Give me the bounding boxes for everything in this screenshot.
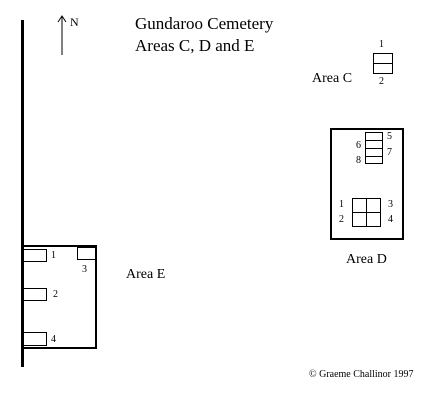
area-d-plot-4 — [366, 212, 381, 227]
area-d-plot-2-number: 2 — [339, 214, 344, 225]
area-c-plot-1-number: 1 — [379, 39, 384, 50]
area-d-plot-3-number: 3 — [388, 199, 393, 210]
area-d-label: Area D — [346, 252, 387, 267]
area-e-label: Area E — [126, 267, 166, 282]
area-e-plot-4-number: 4 — [51, 334, 56, 345]
area-d-boundary — [330, 128, 404, 240]
area-e-plot-1 — [23, 249, 47, 262]
area-e-plot-1-number: 1 — [51, 250, 56, 261]
boundary-line — [21, 20, 24, 367]
area-d-plot-3 — [366, 198, 381, 213]
map-subtitle: Areas C, D and E — [135, 36, 255, 55]
area-e-plot-2-number: 2 — [53, 289, 58, 300]
map-title: Gundaroo Cemetery — [135, 14, 274, 33]
area-d-plot-1-number: 1 — [339, 199, 344, 210]
area-d-plot-extra — [365, 156, 383, 164]
area-d-plot-2 — [352, 212, 367, 227]
area-d-plot-1 — [352, 198, 367, 213]
north-label: N — [70, 15, 79, 29]
area-d-plot-6-number: 6 — [356, 140, 361, 151]
copyright-text: © Graeme Challinor 1997 — [309, 369, 414, 380]
area-e-plot-2 — [23, 288, 47, 301]
area-e-plot-4 — [23, 332, 47, 346]
area-e-boundary — [21, 245, 97, 349]
area-e-plot-3-number: 3 — [82, 264, 87, 275]
area-c-plot-2-number: 2 — [379, 76, 384, 87]
area-d-plot-4-number: 4 — [388, 214, 393, 225]
area-c-plot-2 — [373, 63, 393, 74]
area-d-plot-8-number: 8 — [356, 155, 361, 166]
area-d-plot-5-number: 5 — [387, 131, 392, 142]
area-d-plot-7-number: 7 — [387, 147, 392, 158]
area-e-plot-3 — [77, 247, 96, 260]
area-c-label: Area C — [312, 71, 353, 86]
